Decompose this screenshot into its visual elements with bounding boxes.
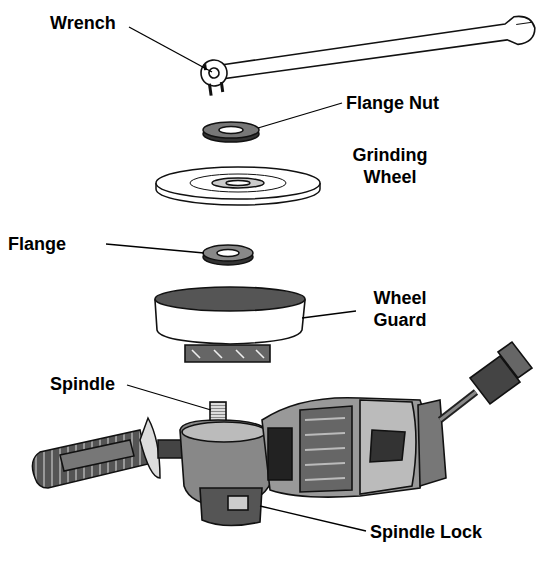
- part-label: Flange Nut: [346, 92, 439, 114]
- wheel-guard: [155, 287, 305, 362]
- part-label: Spindle Lock: [370, 521, 482, 543]
- side-handle: [32, 418, 188, 488]
- leader-lines: [106, 27, 366, 531]
- wrench: [199, 14, 538, 97]
- flange: [203, 245, 253, 265]
- part-label: Grinding Wheel: [338, 144, 442, 188]
- part-label: Spindle: [50, 373, 115, 395]
- grinding-wheel: [156, 167, 320, 205]
- part-label: Wrench: [50, 12, 116, 34]
- part-label: Wheel Guard: [358, 287, 442, 331]
- part-label: Flange: [8, 233, 66, 255]
- flange-nut: [203, 122, 259, 142]
- grinder-body: [180, 342, 532, 526]
